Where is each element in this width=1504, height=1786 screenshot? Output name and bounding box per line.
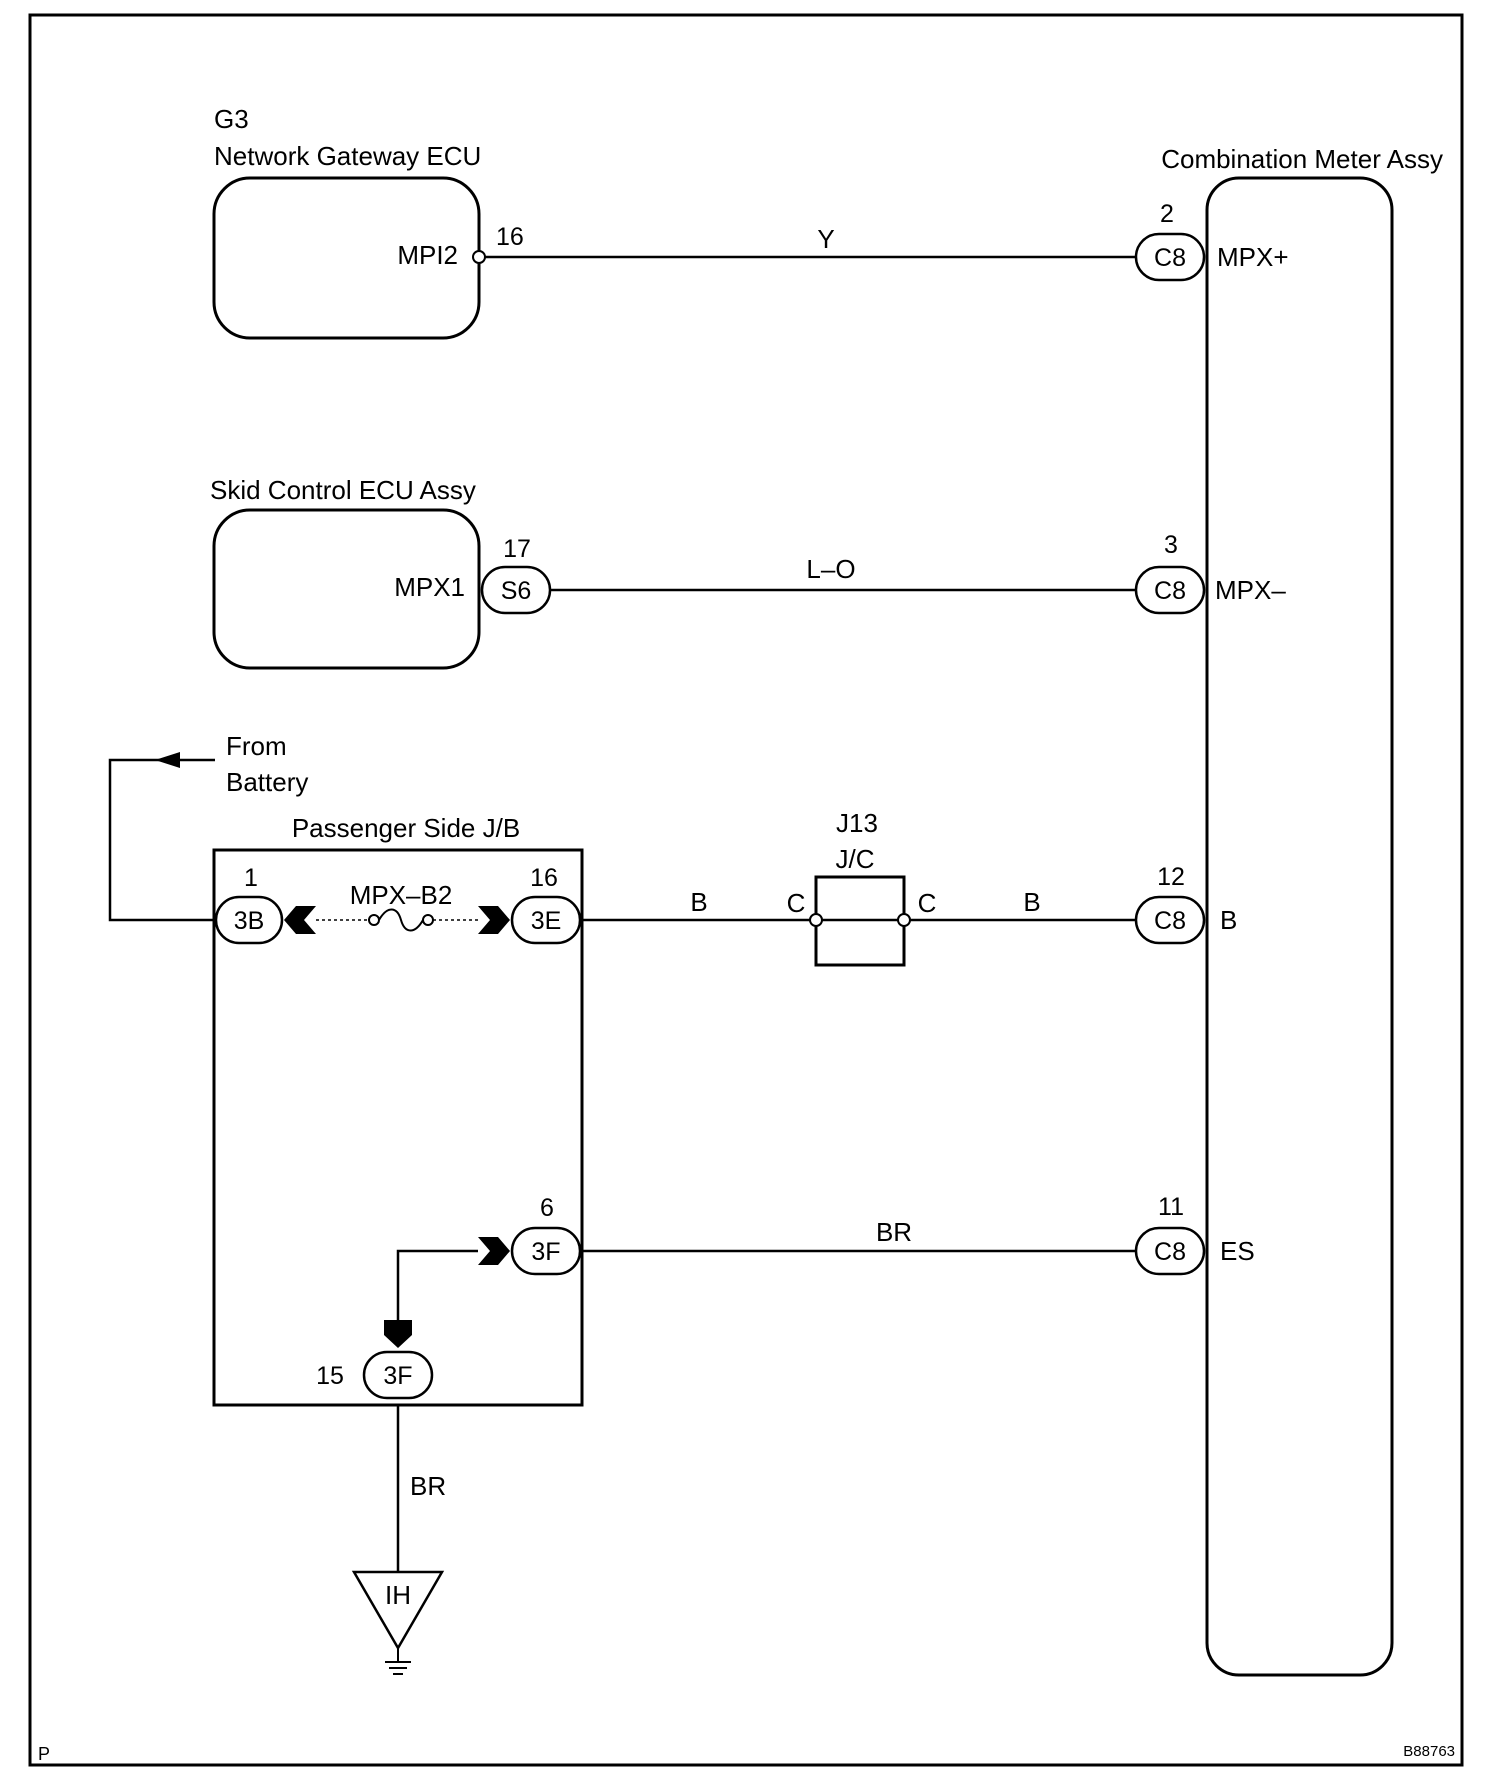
skid-terminal-mpx1: MPX1 (394, 572, 465, 602)
jc-pin-right: C (918, 888, 937, 918)
connector-c8-pin3 (1134, 565, 1206, 615)
jb-pin-15: 15 (316, 1362, 344, 1390)
meter-pin-11: 11 (1158, 1193, 1184, 1221)
battery-label-line1: From (226, 731, 287, 761)
wire-color-y: Y (817, 224, 834, 254)
jb-pin-6: 6 (540, 1194, 554, 1222)
jc-name: J/C (836, 844, 875, 874)
fuse-terminal-left (368, 914, 380, 926)
connector-3b (214, 895, 284, 945)
wire-color-br-es: BR (876, 1217, 912, 1247)
fuse-terminal-right (422, 914, 434, 926)
ground-point-icon (351, 1570, 445, 1651)
fuse-icon (378, 908, 424, 932)
connector-arrow-icon (478, 1237, 510, 1265)
connector-arrow-icon (384, 1320, 412, 1348)
connector-arrow-icon (284, 906, 316, 934)
battery-arrow-icon (155, 752, 180, 768)
connector-3f-label: 3F (383, 1362, 412, 1390)
gateway-name: Network Gateway ECU (214, 141, 481, 171)
connector-arrow-icon (478, 906, 510, 934)
diagram-frame (28, 13, 1464, 1767)
meter-pin-2: 2 (1160, 200, 1174, 228)
gateway-terminal-point (472, 250, 486, 264)
connector-c8-label: C8 (1154, 244, 1186, 272)
battery-label-line2: Battery (226, 767, 308, 797)
wire-color-l-o: L–O (806, 554, 855, 584)
meter-terminal-b: B (1220, 905, 1237, 935)
skid-ecu-name: Skid Control ECU Assy (210, 475, 476, 505)
wire-color-b-left: B (690, 887, 707, 917)
connector-c8-label: C8 (1154, 907, 1186, 935)
jb-pin-16: 16 (530, 864, 558, 892)
connector-s6-label: S6 (501, 577, 532, 605)
connector-c8-label: C8 (1154, 577, 1186, 605)
wire-color-br-ground: BR (410, 1471, 446, 1501)
gateway-terminal-mpi2: MPI2 (397, 240, 458, 270)
meter-name: Combination Meter Assy (1161, 144, 1443, 174)
connector-3e (510, 895, 582, 945)
gateway-pin-16: 16 (496, 223, 524, 251)
meter-pin-3: 3 (1164, 531, 1178, 559)
figure-id: B88763 (1403, 1743, 1455, 1760)
footer-left-code: P (38, 1744, 50, 1764)
jc-id: J13 (836, 808, 878, 838)
connector-c8-pin2 (1134, 232, 1206, 282)
meter-pin-12: 12 (1157, 863, 1185, 891)
jc-terminal-right (897, 913, 911, 927)
jb-name: Passenger Side J/B (292, 813, 520, 843)
meter-terminal-mpx-plus: MPX+ (1217, 242, 1289, 272)
connector-3f-pin15 (362, 1350, 434, 1400)
battery-feed-wire (108, 758, 216, 922)
ground-id: IH (385, 1580, 411, 1610)
wire-color-b-right: B (1023, 887, 1040, 917)
skid-ecu-box (212, 508, 481, 670)
jc-terminal-left (809, 913, 823, 927)
combination-meter-box (1205, 176, 1394, 1677)
meter-terminal-mpx-minus: MPX– (1215, 575, 1286, 605)
jc-pin-left: C (787, 888, 806, 918)
jb-pin-1: 1 (244, 864, 258, 892)
connector-c8-label: C8 (1154, 1238, 1186, 1266)
gateway-id: G3 (214, 104, 249, 134)
fuse-name: MPX–B2 (350, 880, 453, 910)
connector-3f-label: 3F (531, 1238, 560, 1266)
connector-3b-label: 3B (234, 907, 265, 935)
connector-3e-label: 3E (531, 907, 562, 935)
jb-internal-wire (396, 1249, 478, 1320)
meter-terminal-es: ES (1220, 1236, 1255, 1266)
skid-pin-17: 17 (503, 535, 531, 563)
